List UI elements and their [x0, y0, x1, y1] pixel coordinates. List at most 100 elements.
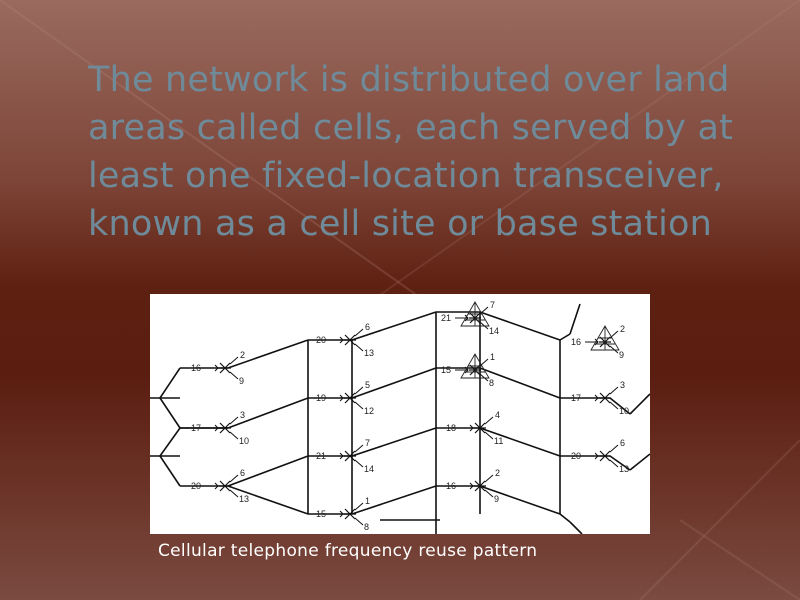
channel-label-top: 6 — [240, 468, 245, 478]
direction-arrow-icon — [330, 444, 364, 468]
channel-label-left: 20 — [191, 481, 201, 491]
hex-edge — [159, 427, 181, 457]
channel-label-left: 17 — [191, 423, 201, 433]
channel-label-left: 15 — [316, 509, 326, 519]
hex-edge — [159, 455, 181, 487]
direction-arrow-icon — [455, 306, 489, 330]
channel-label-left: 20 — [571, 451, 581, 461]
channel-label-top: 1 — [365, 496, 370, 506]
direction-arrow-icon — [460, 474, 494, 498]
hex-edge — [569, 521, 583, 534]
channel-label-top: 7 — [365, 438, 370, 448]
cell-site: 17 3 10 — [571, 380, 629, 416]
channel-label-bottom: 9 — [619, 350, 624, 360]
antenna-icon — [219, 480, 231, 492]
direction-arrow-icon — [585, 444, 619, 468]
direction-arrow-icon — [455, 358, 489, 382]
hex-edge — [351, 311, 437, 341]
channel-label-top: 6 — [365, 322, 370, 332]
channel-label-left: 21 — [316, 451, 326, 461]
channel-label-top: 7 — [490, 300, 495, 310]
channel-label-left: 16 — [446, 481, 456, 491]
channel-label-bottom: 8 — [489, 378, 494, 388]
channel-label-bottom: 8 — [364, 522, 369, 532]
antenna-icon — [344, 508, 356, 520]
channel-label-top: 2 — [240, 350, 245, 360]
hex-edge — [569, 303, 581, 335]
direction-arrow-icon — [585, 330, 619, 354]
hex-edge — [479, 427, 561, 457]
channel-label-bottom: 9 — [494, 494, 499, 504]
hex-edge — [479, 367, 561, 399]
tower-icon — [590, 325, 620, 351]
channel-label-bottom: 14 — [489, 326, 499, 336]
channel-label-top: 6 — [620, 438, 625, 448]
antenna-icon — [344, 450, 356, 462]
cell-sites: 1629173102061320613195122171415182171415… — [191, 300, 629, 532]
channel-label-bottom: 9 — [239, 376, 244, 386]
cell-site: 20 6 13 — [191, 468, 249, 504]
channel-label-left: 20 — [316, 335, 326, 345]
direction-arrow-icon — [330, 328, 364, 352]
antenna-icon — [344, 392, 356, 404]
direction-arrow-icon — [585, 386, 619, 410]
channel-label-top: 2 — [620, 324, 625, 334]
channel-label-top: 4 — [495, 410, 500, 420]
antenna-icon — [474, 480, 486, 492]
direction-arrow-icon — [460, 416, 494, 440]
channel-label-top: 3 — [620, 380, 625, 390]
hex-edge — [351, 485, 437, 515]
antenna-icon — [599, 392, 611, 404]
hex-edge — [159, 397, 181, 429]
hex-edge — [479, 485, 561, 515]
hex-edge — [227, 485, 309, 515]
hex-edge — [609, 455, 631, 471]
hex-edge — [629, 393, 650, 415]
channel-label-left: 19 — [316, 393, 326, 403]
direction-arrow-icon — [330, 386, 364, 410]
channel-label-left: 18 — [446, 423, 456, 433]
hex-edge — [559, 513, 571, 523]
channel-label-bottom: 10 — [619, 406, 629, 416]
antenna-icon — [344, 334, 356, 346]
direction-arrow-icon — [205, 356, 239, 380]
hex-edge — [159, 367, 181, 399]
tower-icon — [460, 301, 490, 327]
channel-label-bottom: 12 — [364, 406, 374, 416]
hex-edge — [629, 453, 650, 471]
channel-label-left: 21 — [441, 313, 451, 323]
cell-site: 21 7 14 — [441, 300, 499, 336]
direction-arrow-icon — [205, 474, 239, 498]
channel-label-top: 2 — [495, 468, 500, 478]
antenna-icon — [219, 422, 231, 434]
antenna-icon — [474, 422, 486, 434]
body-text: The network is distributed over land are… — [88, 60, 734, 244]
channel-label-bottom: 14 — [364, 464, 374, 474]
channel-label-bottom: 13 — [239, 494, 249, 504]
channel-label-left: 17 — [571, 393, 581, 403]
hex-edge — [227, 455, 309, 487]
channel-label-left: 16 — [571, 337, 581, 347]
cell-site: 20 6 13 — [571, 438, 629, 474]
channel-label-top: 5 — [365, 380, 370, 390]
channel-label-left: 15 — [441, 365, 451, 375]
channel-label-top: 3 — [240, 410, 245, 420]
channel-label-bottom: 13 — [619, 464, 629, 474]
antenna-icon — [599, 450, 611, 462]
figure-caption: Cellular telephone frequency reuse patte… — [158, 541, 538, 561]
channel-label-bottom: 13 — [364, 348, 374, 358]
antenna-icon — [219, 362, 231, 374]
cell-site: 21 7 14 — [316, 438, 374, 474]
cell-site: 20 6 13 — [316, 322, 374, 358]
cell-site: 19 5 12 — [316, 380, 374, 416]
